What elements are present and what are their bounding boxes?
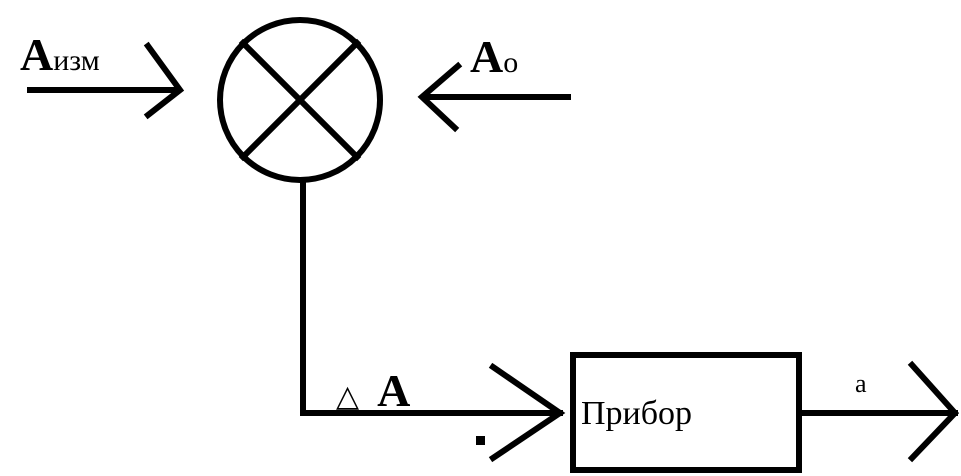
input-reference-main: A — [470, 31, 504, 82]
input-measured-label: Aизм — [20, 32, 100, 78]
difference-label: △ A — [336, 368, 410, 414]
input-reference-sub: o — [503, 46, 519, 79]
difference-line — [300, 177, 563, 416]
device-label: Прибор — [581, 395, 693, 432]
input-measured-main: A — [20, 29, 54, 80]
input-reference-arrowhead — [417, 61, 463, 133]
delta-symbol: △ — [336, 379, 360, 414]
input-reference-label: Ao — [470, 34, 518, 80]
input-measured-arrowhead — [143, 41, 185, 120]
difference-main: A — [377, 365, 411, 416]
comparator-cross-b — [238, 38, 362, 162]
difference-arrowhead — [488, 362, 566, 463]
output-arrowhead — [907, 360, 960, 463]
small-dot-mark — [476, 436, 485, 445]
output-label: a — [855, 369, 867, 398]
input-measured-sub: изм — [53, 44, 100, 77]
